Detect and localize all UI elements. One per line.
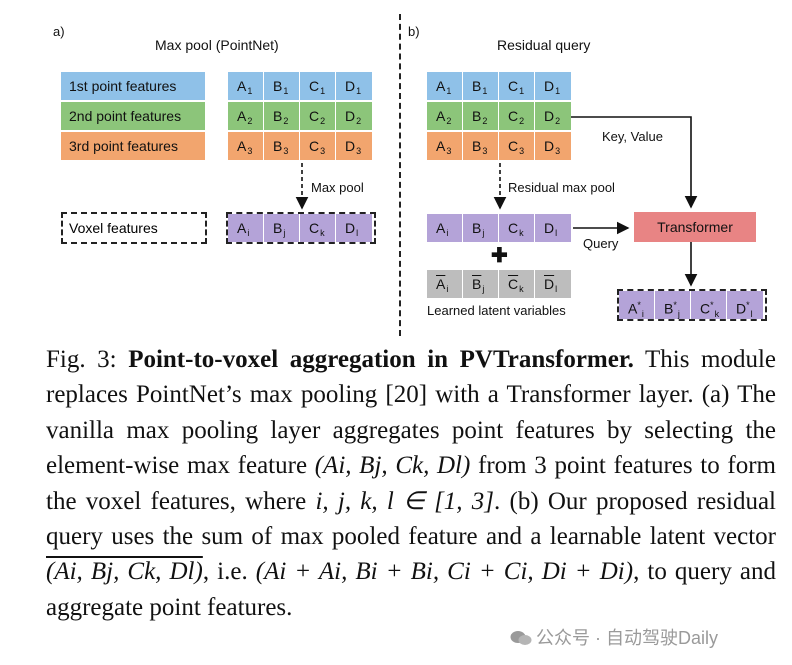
plus-icon: ✚ [491,245,508,267]
cell-latent-c1: Ai [427,270,463,298]
wechat-icon [510,631,532,645]
cell-a-r2-c2: B2 [264,102,300,130]
cell-b-r3-c3: C3 [499,132,535,160]
cell-b-r1-c4: D1 [544,78,561,96]
cell-a-r3-c2: B3 [264,132,300,160]
key-value-arrow [571,116,698,209]
max-pool-label: Max pool [311,180,364,195]
cell-b-r3-c1: A3 [427,132,463,160]
cell-a-r2-c4: D2 [345,108,362,126]
panel-a-row-2: A2 B2 C2 D2 [228,102,372,130]
cell-pooled-c4: Dl [544,220,558,238]
cell-a-r3-c4: D3 [345,138,362,156]
panel-a-row-3: A3 B3 C3 D3 [228,132,372,160]
panel-b-label: b) [408,24,420,39]
caption-text-2: from 3 point features to form the voxel … [46,452,777,515]
latent-row: Ai Bj Ck Dl [427,270,571,298]
cell-pooled-c1: Ai [427,214,463,242]
caption-text-1: This module replaces PointNet’s max pool… [46,346,777,480]
caption-text-5: , to query and aggregate point features. [46,558,777,621]
panel-b-row-3: A3 B3 C3 D3 [427,132,571,160]
cell-a-r3-c3: C3 [300,132,336,160]
cell-b-r2-c2: B2 [463,102,499,130]
cell-b-r1-c1: A1 [427,72,463,100]
feature-label-1: 1st point features [61,72,205,100]
voxel-row: Ai Bj Ck Dl [228,214,372,242]
cell-voxel-c3: Ck [300,214,336,242]
cell-a-r3-c1: A3 [228,132,264,160]
cell-output-c3: C*k [691,291,727,319]
panel-a-label: a) [53,24,65,39]
voxel-row-dashed-outline [226,212,376,244]
cell-a-r2-c1: A2 [228,102,264,130]
latent-label: Learned latent variables [427,303,566,318]
cell-a-r1-c2: B1 [264,72,300,100]
residual-max-pool-label: Residual max pool [508,180,615,195]
cell-a-r1-c1: A1 [228,72,264,100]
pooled-row: Ai Bj Ck Dl [427,214,571,242]
cell-a-r1-c3: C1 [300,72,336,100]
cell-a-r1-c4: D1 [345,78,362,96]
cell-b-r2-c1: A2 [427,102,463,130]
voxel-features-label: Voxel features [69,220,158,236]
cell-b-r3-c2: B3 [463,132,499,160]
caption-formula-1: (Ai, Bj, Ck, Dl) [314,452,471,480]
output-row: A*i B*j C*k D*l [619,291,763,319]
cell-voxel-c4: Dl [345,220,359,238]
figure-caption: Fig. 3: Point-to-voxel aggregation in PV… [46,342,776,625]
feature-label-2: 2nd point features [61,102,205,130]
cell-latent-c2: Bj [463,270,499,298]
caption-bold-title: Point-to-voxel aggregation in PVTransfor… [128,346,634,373]
output-row-dashed-outline [617,289,767,321]
panel-b-title: Residual query [497,37,591,53]
caption-prefix: Fig. 3: [46,346,129,373]
cell-b-r3-c4: D3 [544,138,561,156]
cell-b-r1-c2: B1 [463,72,499,100]
transformer-block: Transformer [634,212,756,242]
query-label: Query [583,236,619,251]
cell-pooled-c2: Bj [463,214,499,242]
caption-formula-4: (Ai + Ai, Bi + Bi, Ci + Ci, Di + Di) [255,558,634,586]
caption-formula-3: (Ai, Bj, Ck, Dl) [46,558,203,586]
caption-text-4: , i.e. [202,558,256,586]
caption-formula-2: i, j, k, l ∈ [1, 3] [315,487,495,515]
watermark: 公众号 · 自动驾驶Daily [506,624,723,650]
panel-b-row-1: A1 B1 C1 D1 [427,72,571,100]
cell-b-r2-c4: D2 [544,108,561,126]
panel-divider [399,14,401,336]
cell-a-r2-c3: C2 [300,102,336,130]
watermark-text: 公众号 · 自动驾驶Daily [536,628,719,648]
cell-output-c2: B*j [655,291,691,319]
cell-latent-c3: Ck [499,270,535,298]
panel-b-row-2: A2 B2 C2 D2 [427,102,571,130]
cell-output-c4: D*l [736,300,753,319]
figure-diagram: a) Max pool (PointNet) b) Residual query… [53,14,767,336]
cell-pooled-c3: Ck [499,214,535,242]
cell-output-c1: A*i [619,291,655,319]
feature-label-3: 3rd point features [61,132,205,160]
cell-voxel-c1: Ai [228,214,264,242]
arrows-layer [295,116,698,287]
key-value-label: Key, Value [602,129,663,144]
cell-latent-c4: Dl [544,276,558,294]
cell-voxel-c2: Bj [264,214,300,242]
panel-a-row-1: A1 B1 C1 D1 [228,72,372,100]
cell-b-r1-c3: C1 [499,72,535,100]
cell-b-r2-c3: C2 [499,102,535,130]
voxel-features-box: Voxel features [61,212,207,244]
caption-text-3: . (b) Our proposed residual query uses t… [46,487,777,551]
panel-a-title: Max pool (PointNet) [155,37,279,53]
